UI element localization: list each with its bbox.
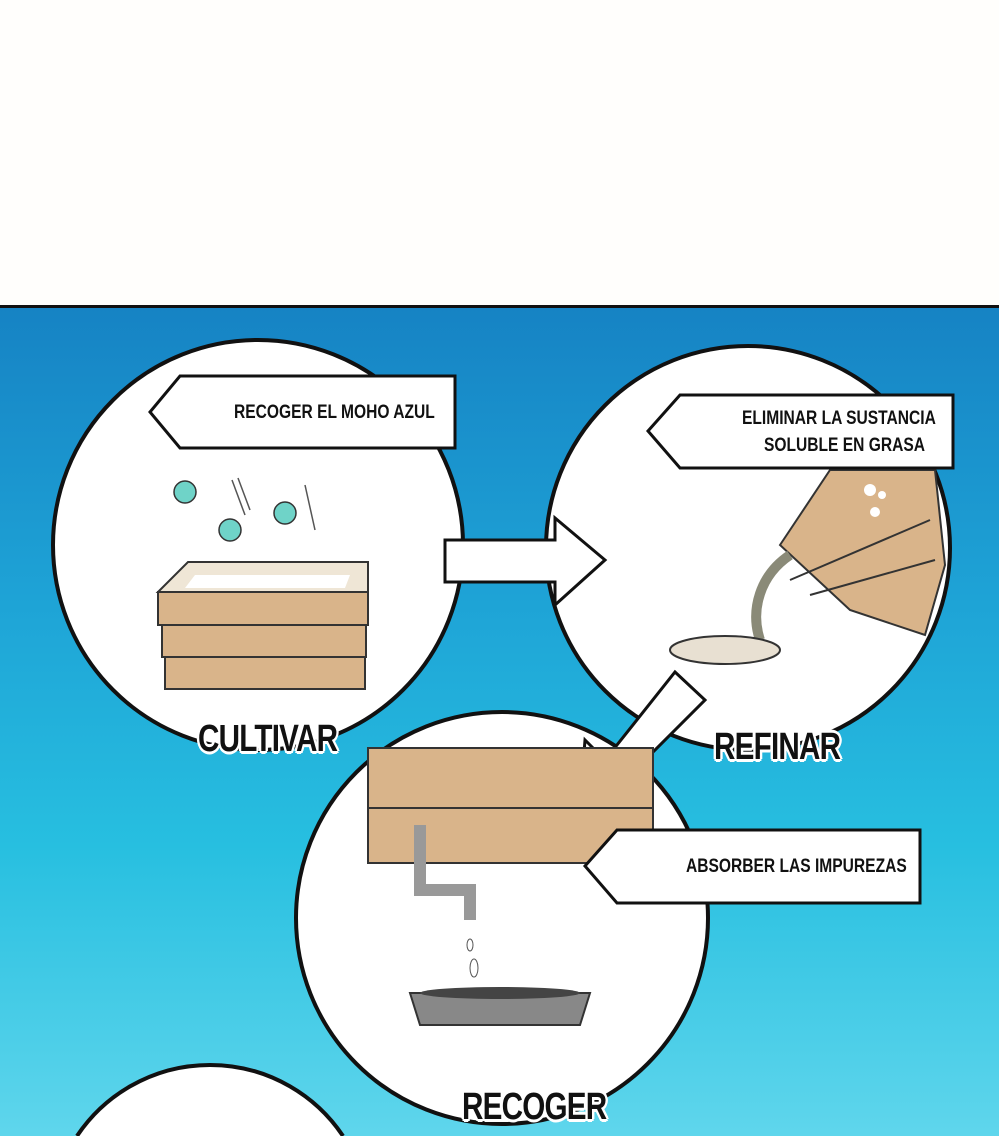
tray-icon: [408, 987, 592, 1026]
caption-banner-1: [148, 374, 457, 450]
step-label-refine: REFINAR: [714, 726, 841, 768]
caption-absorb-impurities: ABSORBER LAS IMPUREZAS: [686, 856, 907, 877]
next-step-circle: [75, 1062, 345, 1136]
dish-icon: [669, 635, 781, 665]
falling-lines-icon: [231, 477, 316, 531]
step-label-collect: RECOGER: [462, 1086, 607, 1128]
arrow-right-icon: [443, 514, 608, 609]
step-label-cultivate: CULTIVAR: [198, 718, 338, 760]
caption-remove-substance-line2: SOLUBLE EN GRASA: [764, 435, 926, 456]
caption-banner-2: [646, 393, 955, 470]
wooden-crate-icon: [155, 561, 369, 690]
caption-collect-mold: RECOGER EL MOHO AZUL: [234, 402, 435, 423]
pouring-crate-icon: [751, 469, 947, 642]
blank-top-panel: [0, 0, 999, 305]
caption-remove-substance-line1: ELIMINAR LA SUSTANCIA: [742, 408, 936, 429]
blue-mold-icon: [173, 480, 297, 542]
filter-crate-icon: [367, 747, 654, 978]
caption-banner-3: [583, 828, 922, 905]
